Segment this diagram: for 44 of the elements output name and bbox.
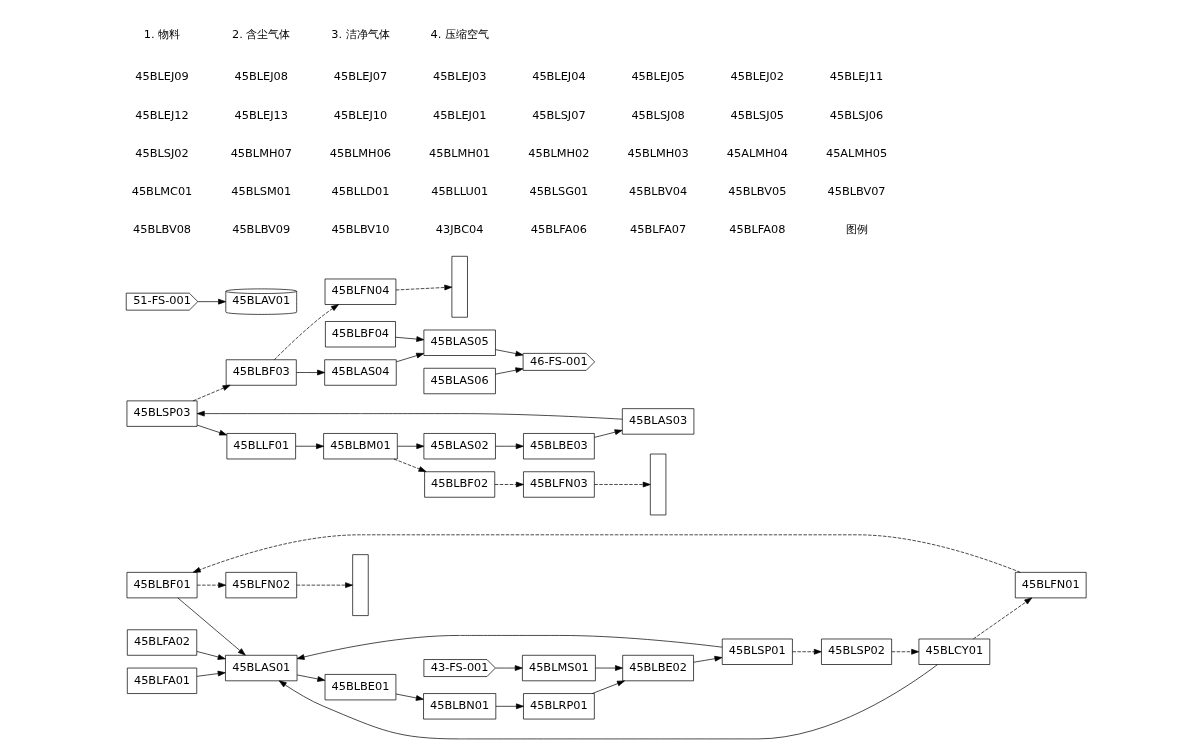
label: 45BLEJ05: [631, 69, 685, 84]
label: 45BLBV05: [728, 184, 787, 199]
label: 45BLMH02: [528, 145, 590, 160]
label: 45BLMH03: [627, 145, 689, 160]
label: 45BLEJ08: [234, 69, 288, 84]
label: 45BLLD01: [331, 184, 390, 199]
label: 45BLSJ08: [631, 107, 685, 122]
label: 45BLSM01: [231, 184, 292, 199]
label: 45BLEJ11: [829, 69, 884, 84]
label: 45BLBV07: [827, 184, 886, 199]
label: 45BLLU01: [431, 184, 489, 199]
label: 45BLBV04: [629, 184, 688, 199]
label: 45ALMH05: [825, 145, 888, 160]
label: 45BLEJ02: [730, 69, 785, 84]
label: 45BLSJ05: [730, 107, 785, 122]
label: 45BLEJ12: [135, 107, 189, 122]
label: 图例: [845, 222, 868, 237]
label: 45BLEJ04: [532, 69, 586, 84]
label: 45BLSJ02: [135, 145, 189, 160]
label: 45BLMC01: [131, 184, 193, 199]
label: 45BLEJ10: [333, 107, 388, 122]
label: 45BLMH07: [230, 145, 292, 160]
label: 45BLEJ03: [432, 69, 487, 84]
label: 45BLMH01: [429, 145, 491, 160]
legend-label: 3. 洁净气体: [331, 26, 390, 41]
legend-label: 1. 物料: [143, 26, 181, 41]
label: 43JBC04: [435, 222, 484, 237]
label: 45BLBV09: [232, 222, 291, 237]
label: 45ALMH04: [726, 145, 788, 160]
label: 45BLEJ07: [333, 69, 388, 84]
label: 45BLFA07: [630, 222, 687, 237]
label: 45BLSJ06: [829, 107, 884, 122]
legend-label: 2. 含尘气体: [232, 26, 291, 41]
label: 45BLFA08: [729, 222, 786, 237]
label: 45BLEJ01: [432, 107, 487, 122]
label: 45BLBV08: [132, 222, 192, 237]
label: 45BLFA06: [530, 222, 587, 237]
label: 45BLSG01: [529, 184, 589, 199]
label: 45BLBV10: [331, 222, 390, 237]
label: 45BLSJ07: [532, 107, 586, 122]
label: 45BLMH06: [329, 145, 392, 160]
label: 45BLEJ13: [234, 107, 288, 122]
label: 45BLEJ09: [135, 69, 189, 84]
legend-label: 4. 压缩空气: [430, 26, 489, 41]
